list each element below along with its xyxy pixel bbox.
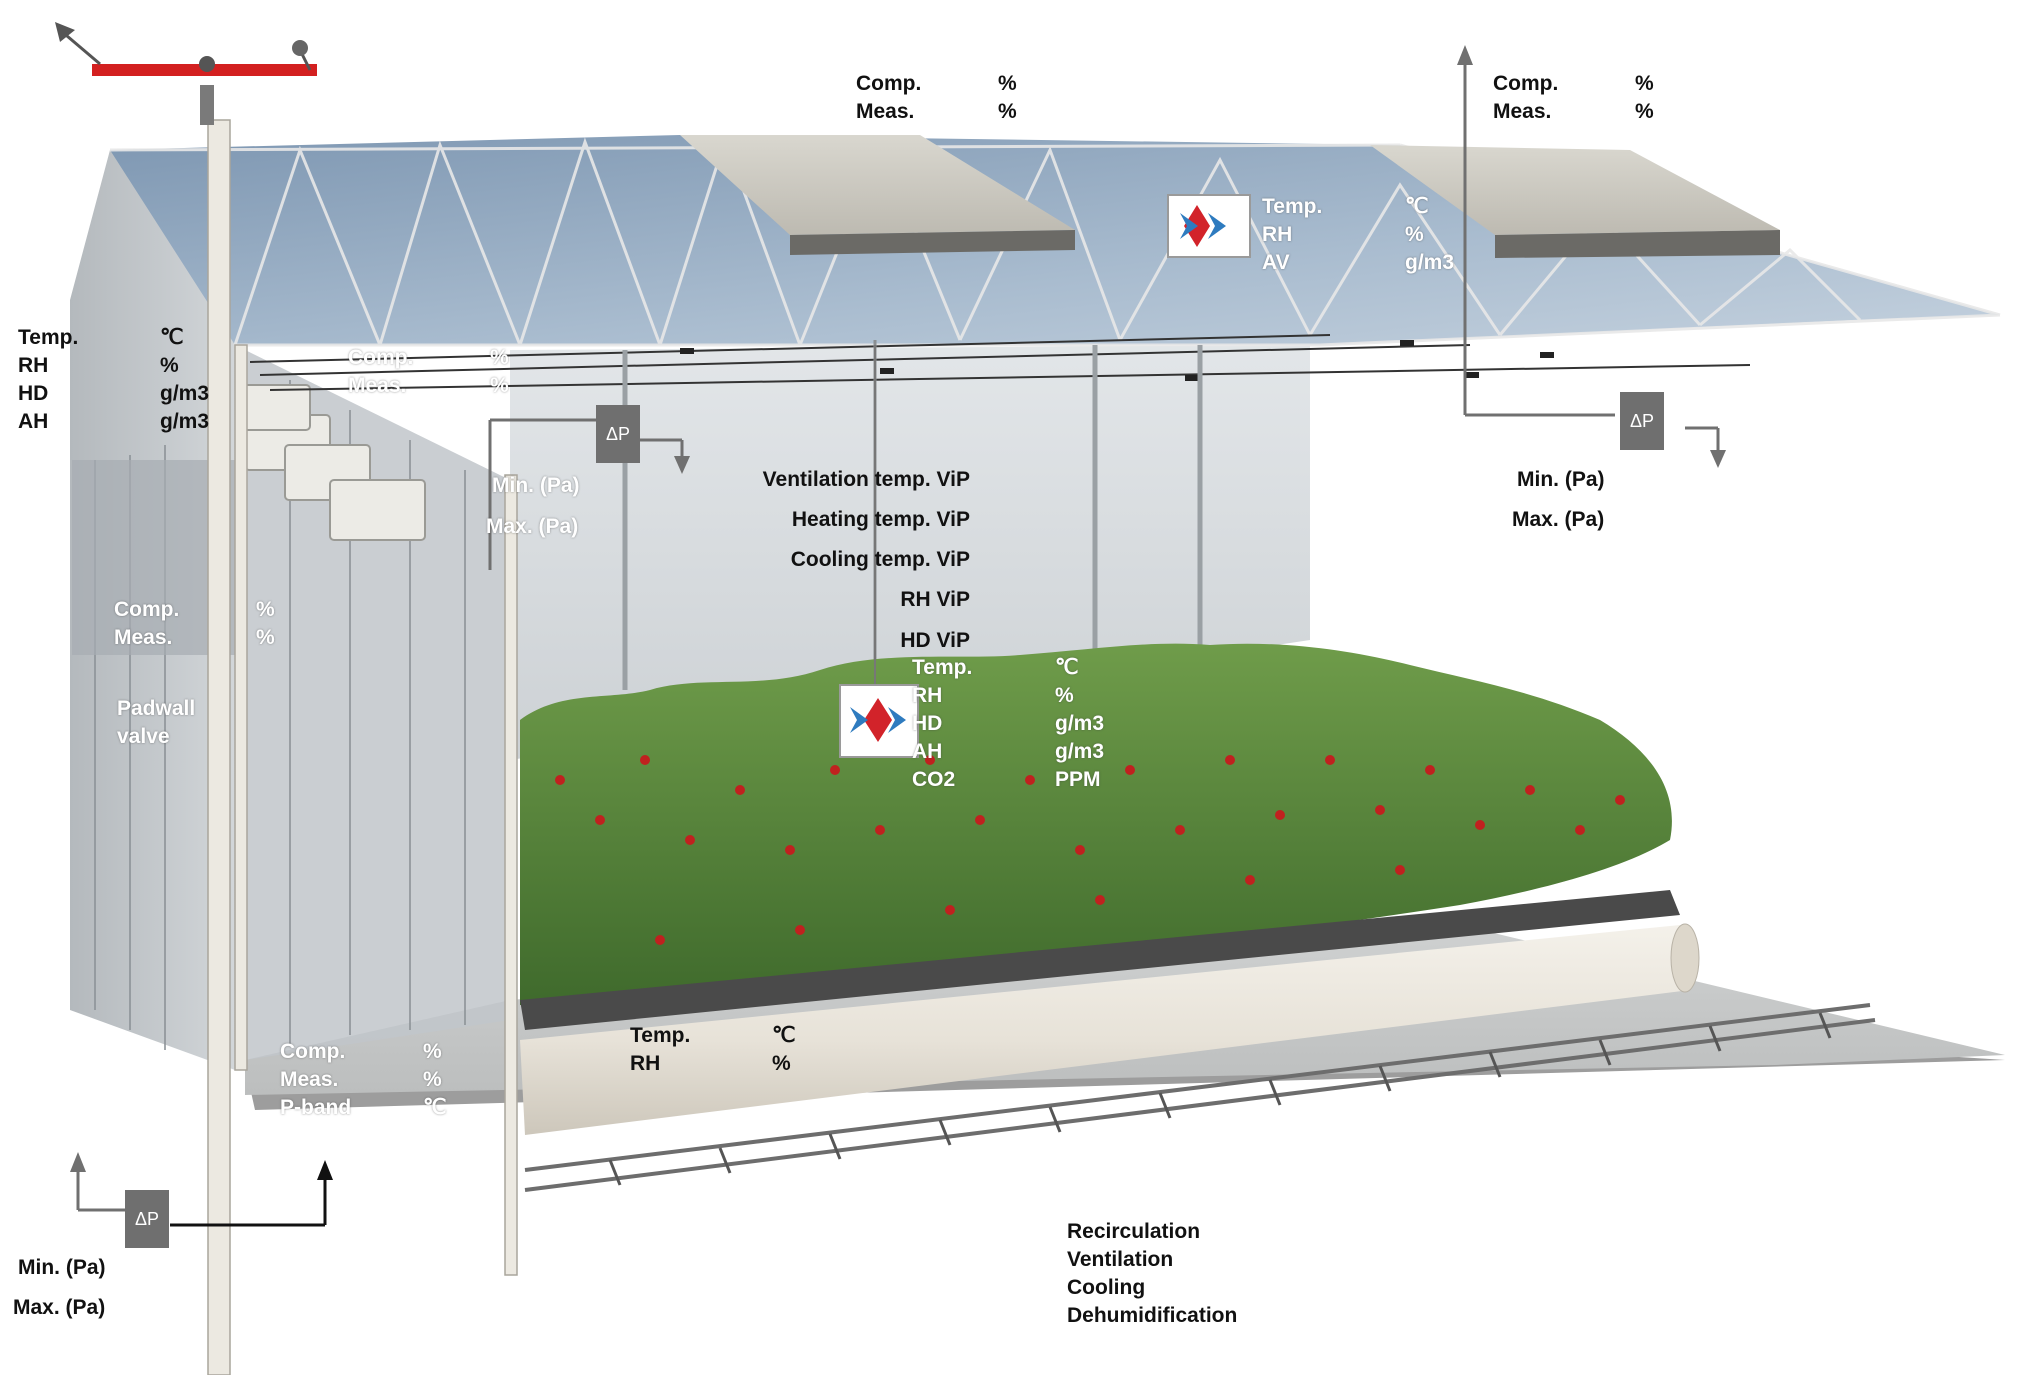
crop-sensor-hd-label: HD <box>912 712 943 735</box>
air-mode-cooling: Cooling <box>1067 1276 1146 1299</box>
dp-bottom-min-label: Min. (Pa) <box>18 1256 106 1279</box>
vip-heating-label: Heating temp. ViP <box>791 508 970 531</box>
outside-hd-unit: g/m3 <box>160 382 210 405</box>
roof-vent-right-meas-unit: % <box>1635 100 1654 123</box>
outside-ah-unit: g/m3 <box>160 410 210 433</box>
duct-temp-label: Temp. <box>630 1024 691 1047</box>
outside-ah-label: AH <box>18 410 49 433</box>
roof-sensor-temp-unit: ℃ <box>1405 195 1429 218</box>
duct-rh-label: RH <box>630 1052 661 1075</box>
dp-bottom-max-label: Max. (Pa) <box>13 1296 106 1319</box>
roof-vent-left-comp-unit: % <box>998 72 1017 95</box>
differential-pressure-icon: ΔP <box>125 1190 169 1248</box>
differential-pressure-icon: ΔP <box>1620 392 1664 450</box>
crop-sensor-ah-unit: g/m3 <box>1055 740 1105 763</box>
crop-sensor-hd-unit: g/m3 <box>1055 712 1105 735</box>
roof-vent-right-comp-label: Comp. <box>1493 72 1559 95</box>
crop-sensor-temp-unit: ℃ <box>1055 656 1079 679</box>
gutter <box>520 890 1680 1030</box>
roof-sensor-av-label: AV <box>1262 251 1290 274</box>
crop-sensor-ah-label: AH <box>912 740 943 763</box>
cooling-units <box>239 384 426 541</box>
pband-meas-label: Meas. <box>280 1068 339 1091</box>
crop-sensor-temp-label: Temp. <box>912 656 973 679</box>
pband-unit: ℃ <box>423 1096 447 1119</box>
padwall-comp-unit: % <box>256 598 275 621</box>
roof-sensor-rh-unit: % <box>1405 223 1424 246</box>
roof-vent-left-meas-unit: % <box>998 100 1017 123</box>
dp-right-min-label: Min. (Pa) <box>1517 468 1605 491</box>
pband-meas-unit: % <box>423 1068 442 1091</box>
air-duct <box>520 925 1690 1135</box>
dp-right-max-label: Max. (Pa) <box>1512 508 1605 531</box>
padwall-comp-label: Comp. <box>114 598 180 621</box>
screen-comp-unit: % <box>490 346 509 369</box>
outside-rh-unit: % <box>160 354 179 377</box>
outside-temp-unit: ℃ <box>160 326 184 349</box>
left-inner-wall <box>235 345 510 1060</box>
outside-rh-label: RH <box>18 354 49 377</box>
screen-meas-label: Meas. <box>348 374 407 397</box>
weather-station-icon <box>55 22 317 125</box>
roof-vent-left-meas-label: Meas. <box>856 100 915 123</box>
sensor-box-icon <box>1167 194 1251 258</box>
crop-sensor-co2-label: CO2 <box>912 768 956 791</box>
pband-comp-label: Comp. <box>280 1040 346 1063</box>
screen-meas-unit: % <box>490 374 509 397</box>
padwall-valve-label: Padwall valve <box>117 697 196 748</box>
roof-vent-right-comp-unit: % <box>1635 72 1654 95</box>
vip-cooling-label: Cooling temp. ViP <box>790 548 970 571</box>
outside-temp-label: Temp. <box>18 326 79 349</box>
heating-pipes <box>524 1003 1876 1192</box>
air-mode-ventilation: Ventilation <box>1067 1248 1174 1271</box>
crop-sensor-co2-unit: PPM <box>1055 768 1101 791</box>
sensor-box-icon <box>839 684 919 758</box>
pband-label: P-band <box>280 1096 352 1119</box>
roof-vent-left <box>680 135 1075 235</box>
padwall-meas-unit: % <box>256 626 275 649</box>
front-post <box>207 119 231 1375</box>
outside-hd-label: HD <box>18 382 49 405</box>
roof-sensor-rh-label: RH <box>1262 223 1293 246</box>
crop-sensor-rh-label: RH <box>912 684 943 707</box>
vip-ventilation-label: Ventilation temp. ViP <box>762 468 970 491</box>
dp-inner-min-label: Min. (Pa) <box>492 474 580 497</box>
air-mode-recirculation: Recirculation <box>1067 1220 1201 1243</box>
screen-comp-label: Comp. <box>348 346 414 369</box>
roof-sensor-temp-label: Temp. <box>1262 195 1323 218</box>
pband-comp-unit: % <box>423 1040 442 1063</box>
crop-sensor-rh-unit: % <box>1055 684 1074 707</box>
differential-pressure-icon: ΔP <box>596 405 640 463</box>
roof-vent-right-meas-label: Meas. <box>1493 100 1552 123</box>
plant-canopy <box>520 643 1672 1005</box>
padwall-meas-label: Meas. <box>114 626 173 649</box>
duct-rh-unit: % <box>772 1052 791 1075</box>
roof-vent-right <box>1370 145 1780 235</box>
duct-temp-unit: ℃ <box>772 1024 796 1047</box>
air-mode-dehumidification: Dehumidification <box>1067 1304 1238 1327</box>
roof-sensor-av-unit: g/m3 <box>1405 251 1455 274</box>
roof-vent-left-comp-label: Comp. <box>856 72 922 95</box>
vip-rh-label: RH ViP <box>900 588 970 611</box>
vip-hd-label: HD ViP <box>900 629 970 652</box>
dp-inner-max-label: Max. (Pa) <box>486 515 579 538</box>
